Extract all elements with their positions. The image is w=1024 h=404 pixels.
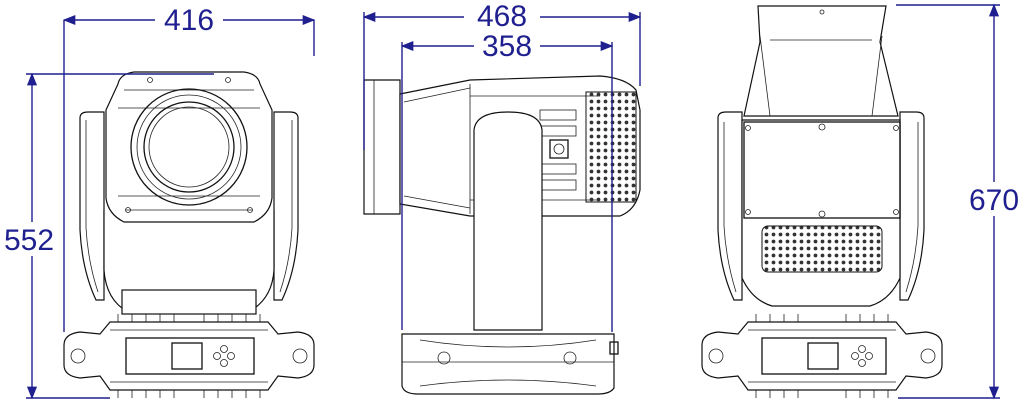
front-width-dimension: 416 (62, 4, 316, 332)
side-body-width-label: 358 (482, 30, 532, 63)
front-width-label: 416 (164, 4, 214, 37)
front-view (63, 71, 315, 398)
side-view (363, 75, 641, 395)
front-height-label: 552 (4, 224, 54, 257)
side-body-width-dimension: 358 (400, 30, 614, 332)
side-total-width-label: 468 (477, 0, 527, 33)
front-height-dimension: 552 (2, 72, 214, 400)
side-total-width-dimension: 468 (362, 0, 642, 150)
rear-view (701, 5, 943, 398)
rear-height-label: 670 (969, 184, 1019, 217)
rear-height-dimension: 670 (896, 3, 1024, 400)
